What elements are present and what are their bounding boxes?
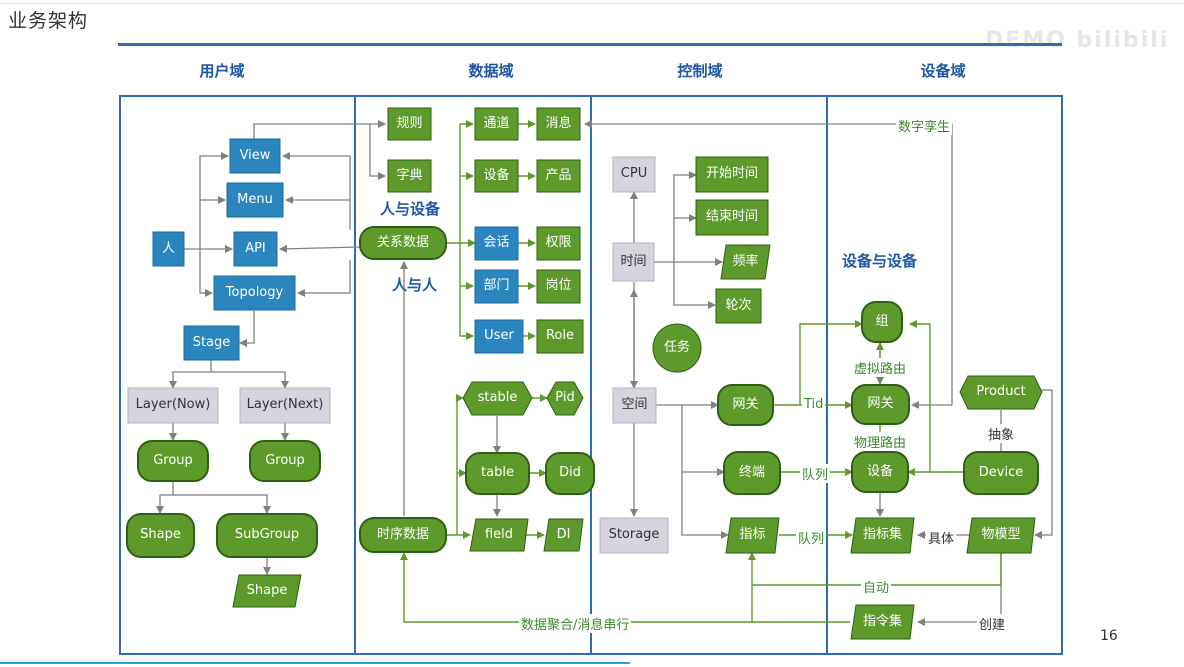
user-box (474, 319, 524, 354)
message-box (536, 107, 581, 141)
relation-data-box (359, 226, 447, 260)
menu-box (226, 182, 284, 218)
frequency-box (720, 244, 771, 280)
tid-label: Tid (802, 397, 826, 412)
domain-title-user: 用户域 (199, 62, 245, 80)
view-box (229, 138, 281, 174)
device-device-heading: 设备与设备 (842, 252, 918, 270)
command-set-box (850, 604, 915, 640)
domain-title-device: 设备域 (920, 62, 966, 80)
group-1-box (137, 440, 209, 482)
did-box (545, 452, 595, 495)
role-box (536, 319, 584, 354)
round-box (715, 288, 762, 324)
stage-box (183, 325, 240, 361)
gray-connectors (156, 120, 1053, 626)
di-box (543, 518, 584, 552)
auto-label: 自动 (861, 577, 892, 596)
domain-title-control: 控制域 (677, 62, 723, 80)
layer-next-box (239, 387, 331, 424)
domain-title-data: 数据域 (468, 62, 514, 80)
physical-route-label: 物理路由 (852, 432, 909, 451)
gateway-dev-box (851, 384, 910, 425)
watermark: DEMO bilibili (985, 28, 1170, 53)
field-box (469, 518, 529, 552)
thing-model-box (966, 517, 1036, 554)
queue-1-label: 队列 (800, 464, 831, 483)
time-box (612, 242, 655, 282)
device-en-box (963, 451, 1039, 495)
gateway-ctrl-box (717, 384, 774, 426)
cpu-box (612, 156, 656, 193)
domain-frames (119, 95, 1063, 655)
storage-box (599, 517, 669, 554)
abstract-label: 抽象 (986, 424, 1017, 443)
person-device-heading: 人与设备 (380, 200, 441, 218)
top-rule (0, 3, 1184, 4)
terminal-box (723, 451, 781, 495)
product-dev-box (959, 375, 1043, 410)
topology-box (213, 275, 296, 311)
shape-1-box (126, 513, 195, 558)
group-2-box (249, 440, 321, 482)
start-time-box (695, 156, 769, 193)
person-box (152, 231, 185, 267)
layer-now-box (127, 387, 219, 424)
table-box (465, 452, 530, 495)
page-number: 16 (1100, 628, 1118, 644)
stable-box (462, 381, 533, 416)
device-dev-box (851, 451, 909, 493)
create-label: 创建 (977, 614, 1008, 633)
post-box (536, 269, 581, 304)
aggregation-label: 数据聚合/消息串行 (519, 614, 632, 633)
group-dev-box (861, 301, 903, 343)
concrete-label: 具体 (926, 528, 957, 547)
subgroup-box (216, 513, 318, 558)
queue-2-label: 队列 (796, 528, 827, 547)
task-box (652, 323, 702, 373)
channel-box (474, 107, 519, 141)
department-box (474, 269, 519, 304)
permission-box (536, 226, 581, 261)
timeseries-data-box (359, 517, 447, 553)
api-box (233, 231, 278, 267)
device-data-box (474, 159, 519, 193)
metric-set-box (850, 517, 915, 554)
dictionary-box (387, 159, 432, 193)
pid-box (546, 381, 584, 416)
session-box (474, 226, 519, 261)
shape-2-box (232, 574, 302, 608)
digital-twin-label: 数字孪生 (896, 116, 953, 135)
space-box (612, 387, 657, 424)
product-data-box (536, 159, 581, 193)
title-underline (118, 43, 1062, 46)
metric-box (725, 517, 780, 554)
rule-box (387, 107, 432, 141)
person-person-heading: 人与人 (392, 276, 438, 294)
bottom-progress-bar (0, 662, 630, 664)
page-title: 业务架构 (8, 10, 89, 32)
end-time-box (695, 199, 769, 236)
virtual-route-label: 虚拟路由 (852, 358, 909, 377)
